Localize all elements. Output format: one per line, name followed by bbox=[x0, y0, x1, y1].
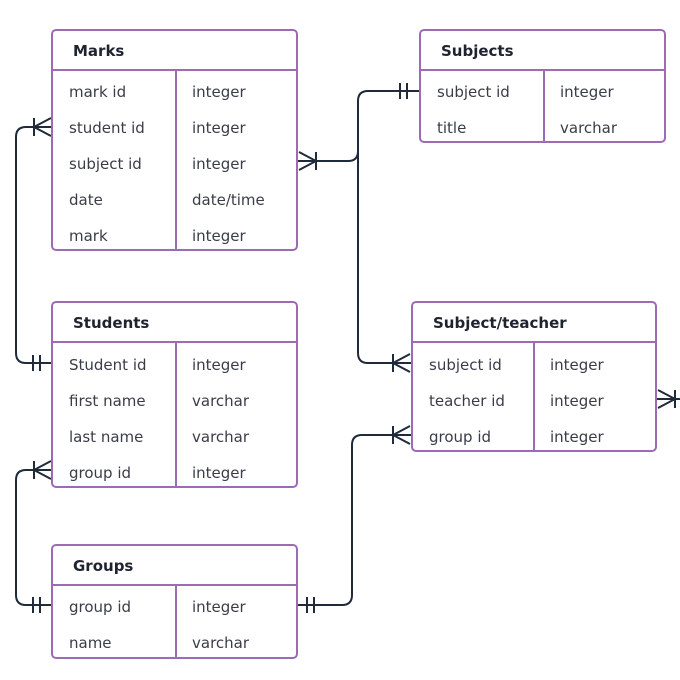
column-divider bbox=[175, 71, 177, 249]
field-name: group id bbox=[429, 428, 492, 446]
field-row-subject-id: subject id integer bbox=[53, 146, 296, 182]
field-name: mark bbox=[69, 227, 108, 245]
connector-subjects-marks-subjectteacher bbox=[298, 83, 419, 373]
field-row-subject-id: subject id integer bbox=[421, 74, 664, 110]
field-row-name: name varchar bbox=[53, 625, 296, 661]
field-type: varchar bbox=[192, 392, 250, 410]
connector-subjectteacher-offscreen bbox=[657, 389, 680, 409]
field-row-group-id: group id integer bbox=[53, 589, 296, 625]
field-type: integer bbox=[560, 83, 614, 101]
field-row-group-id: group id integer bbox=[413, 419, 655, 455]
field-name: subject id bbox=[437, 83, 510, 101]
column-divider bbox=[533, 343, 535, 450]
entity-subject-teacher[interactable]: Subject/teacher subject id integer teach… bbox=[411, 301, 657, 452]
entity-title: Groups bbox=[53, 546, 296, 586]
field-name: group id bbox=[69, 464, 132, 482]
field-name: date bbox=[69, 191, 103, 209]
field-row-first-name: first name varchar bbox=[53, 383, 296, 419]
field-type: varchar bbox=[192, 428, 250, 446]
field-name: Student id bbox=[69, 356, 147, 374]
field-name: teacher id bbox=[429, 392, 505, 410]
field-type: integer bbox=[192, 155, 246, 173]
entity-title: Marks bbox=[53, 31, 296, 71]
field-name: name bbox=[69, 634, 112, 652]
field-name: title bbox=[437, 119, 467, 137]
field-row-student-id: student id integer bbox=[53, 110, 296, 146]
entity-groups[interactable]: Groups group id integer name varchar bbox=[51, 544, 298, 659]
field-row-student-id: Student id integer bbox=[53, 347, 296, 383]
field-row-mark-id: mark id integer bbox=[53, 74, 296, 110]
field-row-teacher-id: teacher id integer bbox=[413, 383, 655, 419]
field-row-group-id: group id integer bbox=[53, 455, 296, 491]
column-divider bbox=[175, 343, 177, 486]
column-divider bbox=[543, 71, 545, 141]
field-type: integer bbox=[192, 598, 246, 616]
field-type: integer bbox=[550, 392, 604, 410]
field-type: integer bbox=[550, 428, 604, 446]
entity-marks[interactable]: Marks mark id integer student id integer… bbox=[51, 29, 298, 251]
entity-students[interactable]: Students Student id integer first name v… bbox=[51, 301, 298, 488]
field-row-last-name: last name varchar bbox=[53, 419, 296, 455]
field-type: integer bbox=[550, 356, 604, 374]
entity-title: Subjects bbox=[421, 31, 664, 71]
field-row-subject-id: subject id integer bbox=[413, 347, 655, 383]
field-name: group id bbox=[69, 598, 132, 616]
connector-groups-subjectteacher bbox=[297, 425, 411, 613]
field-row-mark: mark integer bbox=[53, 218, 296, 254]
field-name: first name bbox=[69, 392, 146, 410]
field-name: last name bbox=[69, 428, 144, 446]
field-type: integer bbox=[192, 83, 246, 101]
field-name: subject id bbox=[429, 356, 502, 374]
field-type: varchar bbox=[560, 119, 618, 137]
field-type: date/time bbox=[192, 191, 265, 209]
entity-subjects[interactable]: Subjects subject id integer title varcha… bbox=[419, 29, 666, 143]
column-divider bbox=[175, 586, 177, 657]
connector-groups-students bbox=[15, 460, 52, 613]
field-type: integer bbox=[192, 464, 246, 482]
field-row-title: title varchar bbox=[421, 110, 664, 146]
field-type: integer bbox=[192, 356, 246, 374]
entity-title: Students bbox=[53, 303, 296, 343]
field-name: mark id bbox=[69, 83, 127, 101]
field-type: varchar bbox=[192, 634, 250, 652]
entity-title: Subject/teacher bbox=[413, 303, 655, 343]
field-name: subject id bbox=[69, 155, 142, 173]
field-name: student id bbox=[69, 119, 145, 137]
field-type: integer bbox=[192, 119, 246, 137]
field-row-date: date date/time bbox=[53, 182, 296, 218]
connector-students-marks bbox=[15, 117, 52, 371]
field-type: integer bbox=[192, 227, 246, 245]
